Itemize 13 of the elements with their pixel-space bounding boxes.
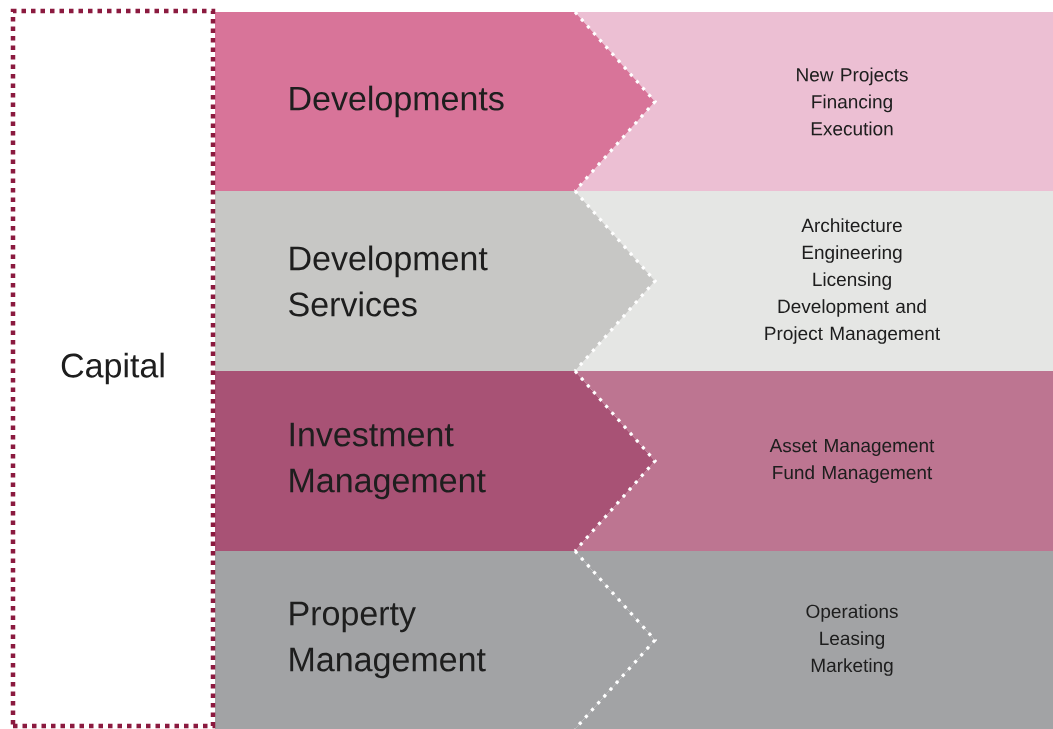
node-label: Operations bbox=[806, 604, 898, 622]
chevron-band: Development Services bbox=[215, 191, 655, 371]
capital-box: Capital bbox=[10, 8, 216, 729]
service-panel: Architecture Engineering Licensing Development and Project Management bbox=[575, 191, 1053, 371]
chevron-band: Developments bbox=[215, 12, 655, 191]
node-label: Property Management bbox=[290, 601, 486, 679]
node-label: Leasing bbox=[820, 631, 885, 649]
service-panel: Asset Management Fund Management bbox=[575, 371, 1053, 551]
service-panel: New Projects Financing Execution bbox=[575, 12, 1053, 191]
chevron-band: Property Management bbox=[215, 551, 655, 729]
node-label: Marketing bbox=[811, 658, 893, 676]
chevron-band: Investment Management bbox=[215, 371, 655, 551]
service-panel: Operations Leasing Marketing bbox=[575, 551, 1053, 729]
